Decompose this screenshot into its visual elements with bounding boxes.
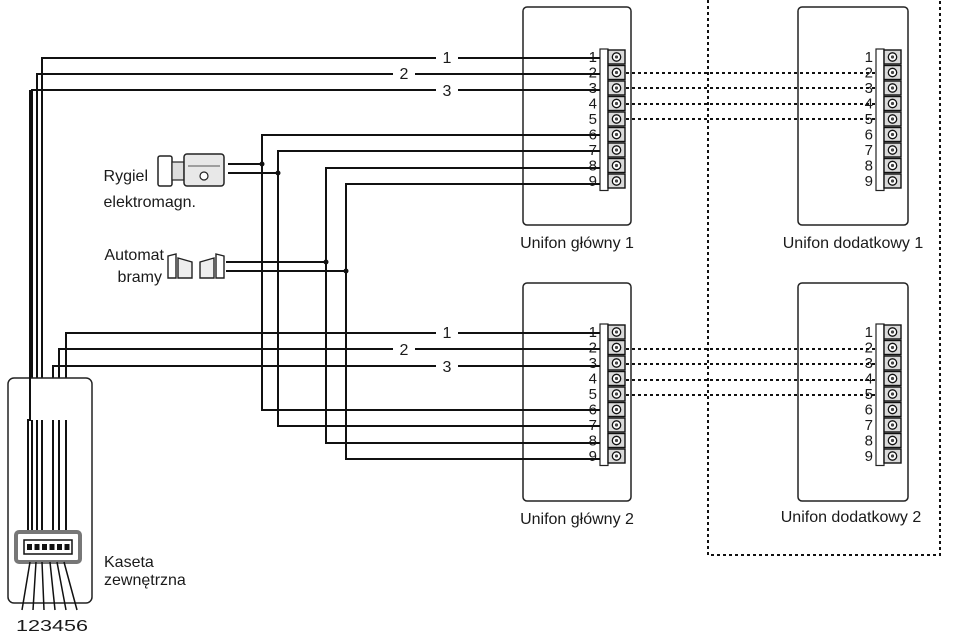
line-label-3-top: 3 [443,83,452,100]
unifon-extra-1-label: Unifon dodatkowy 1 [783,235,924,252]
unifon-main-2-terminal-number: 9 [589,448,597,465]
unifon-main-2-terminal-number: 5 [589,386,597,403]
unifon-extra-2-terminal-number: 6 [865,402,873,419]
outdoor-panel [7,90,93,611]
line-label-3-bottom: 3 [443,359,452,376]
unifon-main-2-terminal-number: 4 [589,371,597,388]
gate-label-line2: bramy [118,269,162,286]
unifon-extra-2-label: Unifon dodatkowy 2 [781,509,922,526]
unifon-main-1-terminal-number: 5 [589,111,597,128]
line-label-1-bottom: 1 [443,325,452,342]
lock-label-line2: elektromagn. [104,194,197,211]
gate-label-line1: Automat [104,247,164,264]
panel-label-line1: Kaseta [104,554,154,571]
unifon-main-1-label: Unifon główny 1 [520,235,634,252]
panel-connector-pin [27,544,32,550]
gate-automation-icon [167,253,225,279]
unifon-main-1-terminal-number: 8 [589,158,597,175]
unifon-extra-1-terminal-number: 9 [865,173,873,190]
panel-pin-numbers: 123456 [16,618,88,635]
panel-connector-pin [42,544,47,550]
unifon-main-1-terminal-number: 9 [589,173,597,190]
line-label-2-bottom: 2 [400,342,409,359]
unifon-main-2-label: Unifon główny 2 [520,511,634,528]
unifon-main-2-terminal-number: 8 [589,433,597,450]
panel-label-line2: zewnętrzna [104,572,186,589]
unifon-extra-2-terminal-number: 8 [865,433,873,450]
unifon-extra-1-terminal-number: 6 [865,127,873,144]
panel-connector-pin [57,544,62,550]
lock-label-line1: Rygiel [104,168,148,185]
panel-connector-pin [64,544,70,550]
line-label-1-top: 1 [443,50,452,67]
unifon-extra-1-terminal-number: 8 [865,158,873,175]
panel-connector-pin [49,544,55,550]
extension-area-border [707,0,941,556]
line-label-2-top: 2 [400,66,409,83]
unifon-extra-2-terminal-number: 1 [865,324,873,341]
main-wires [31,57,600,420]
electromagnetic-lock-icon [157,153,225,187]
unifon-main-1-terminal-number: 4 [589,96,597,113]
unifon-extra-2-terminal-number: 9 [865,448,873,465]
unifon-extra-1-terminal-number: 1 [865,49,873,66]
bus-wires [226,134,600,460]
panel-connector-pin [34,544,40,550]
unifon-main-1-terminal-number: 3 [589,80,597,97]
unifon-extra-1-terminal-number: 7 [865,142,873,159]
unifon-extra-2-terminal-number: 7 [865,417,873,434]
unifon-main-2-terminal-number: 3 [589,355,597,372]
